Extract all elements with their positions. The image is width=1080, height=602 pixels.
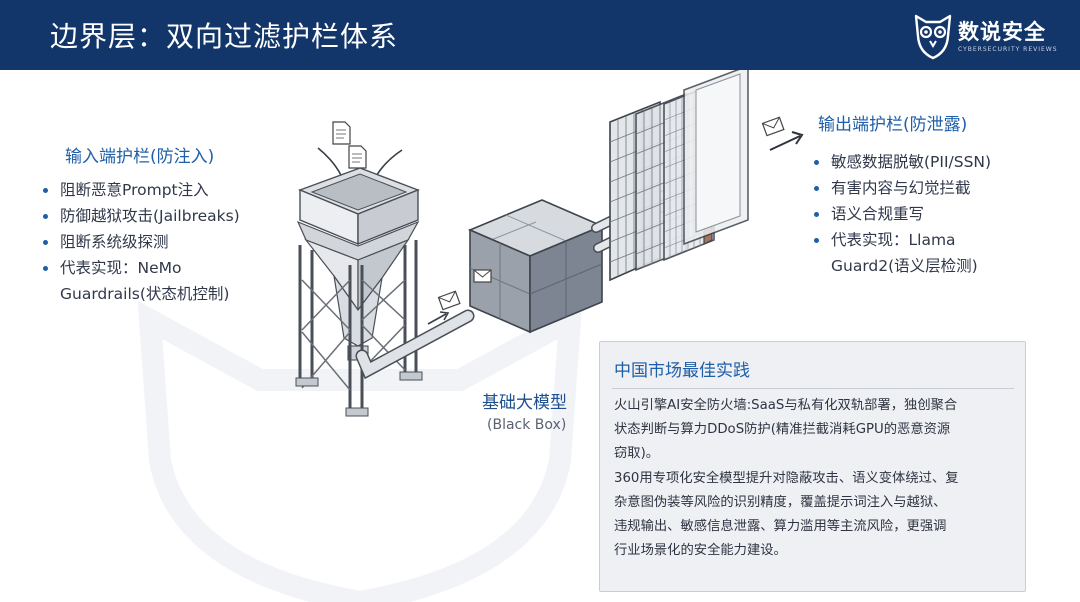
output-guard-item: 敏感数据脱敏(PII/SSN) [809, 149, 991, 175]
input-pipe [355, 309, 475, 380]
input-guard-title: 输入端护栏(防注入) [65, 147, 215, 167]
output-guard-list: 敏感数据脱敏(PII/SSN) 有害内容与幻觉拦截 语义合规重写 代表实现：Ll… [809, 149, 991, 279]
message-envelope-icon [473, 269, 492, 283]
input-filter-hopper [295, 167, 423, 417]
message-envelope-icon [761, 116, 785, 137]
watermark-shield-icon [137, 300, 583, 602]
practice-divider [612, 388, 1014, 389]
practice-line: 违规输出、敏感信息泄露、算力滥用等主流风险，更强调 [614, 519, 947, 534]
incoming-document-icon [348, 145, 367, 169]
best-practice-panel: 中国市场最佳实践 火山引擎AI安全防火墙:SaaS与私有化双轨部署，独创聚合 状… [599, 341, 1026, 592]
input-guard-item: 阻断恶意Prompt注入 [38, 177, 240, 203]
practice-line: 行业场景化的安全能力建设。 [614, 543, 787, 558]
pipeline-illustration [137, 70, 804, 602]
brand-tagline: CYBERSECURITY REVIEWS [958, 46, 1058, 53]
practice-paragraph-2: 360用专项化安全模型提升对隐蔽攻击、语义变体绕过、复 杂意图伪装等风险的识别精… [614, 467, 1018, 563]
practice-line: 窃取)。 [614, 446, 660, 461]
input-guard-item: 防御越狱攻击(Jailbreaks) [38, 203, 240, 229]
output-guard-item: 有害内容与幻觉拦截 [809, 175, 991, 201]
practice-line: 状态判断与算力DDoS防护(精准拦截消耗GPU的恶意资源 [614, 422, 951, 437]
base-model-cube [467, 199, 605, 334]
output-guard-item: 语义合规重写 [809, 201, 991, 227]
input-guard-item-cont: Guardrails(状态机控制) [60, 285, 230, 303]
incoming-document-icon [332, 121, 351, 145]
model-sublabel: (Black Box) [487, 417, 567, 433]
brand-name: 数说安全 [958, 20, 1046, 44]
brand: 数说安全 CYBERSECURITY REVIEWS [912, 8, 1062, 64]
output-filter-panels [609, 70, 749, 282]
flow-arrow-to-model [427, 313, 447, 325]
message-envelope-icon [437, 290, 461, 311]
practice-title: 中国市场最佳实践 [614, 361, 750, 381]
input-guard-item: 阻断系统级探测 [38, 229, 240, 255]
header-bar: 边界层：双向过滤护栏体系 数说安全 CYBERSECURITY REVIEWS [0, 0, 1080, 70]
input-guard-item: 代表实现：NeMo [38, 255, 240, 281]
diagram-scene: 输入端护栏(防注入) 阻断恶意Prompt注入 防御越狱攻击(Jailbreak… [0, 70, 1080, 602]
practice-line: 杂意图伪装等风险的识别精度，覆盖提示词注入与越狱、 [614, 495, 947, 510]
practice-line: 360用专项化安全模型提升对隐蔽攻击、语义变体绕过、复 [614, 471, 959, 486]
output-guard-title: 输出端护栏(防泄露) [818, 115, 968, 135]
model-label: 基础大模型 [482, 393, 567, 413]
output-guard-item-cont: Guard2(语义层检测) [831, 257, 978, 275]
output-guard-item: 代表实现：Llama [809, 227, 991, 253]
input-guard-list: 阻断恶意Prompt注入 防御越狱攻击(Jailbreaks) 阻断系统级探测 … [38, 177, 240, 307]
practice-paragraph-1: 火山引擎AI安全防火墙:SaaS与私有化双轨部署，独创聚合 状态判断与算力DDo… [614, 394, 1018, 466]
owl-logo-icon [914, 14, 952, 60]
page-title: 边界层：双向过滤护栏体系 [50, 20, 399, 53]
output-arrow [769, 135, 801, 151]
practice-line: 火山引擎AI安全防火墙:SaaS与私有化双轨部署，独创聚合 [614, 398, 958, 413]
